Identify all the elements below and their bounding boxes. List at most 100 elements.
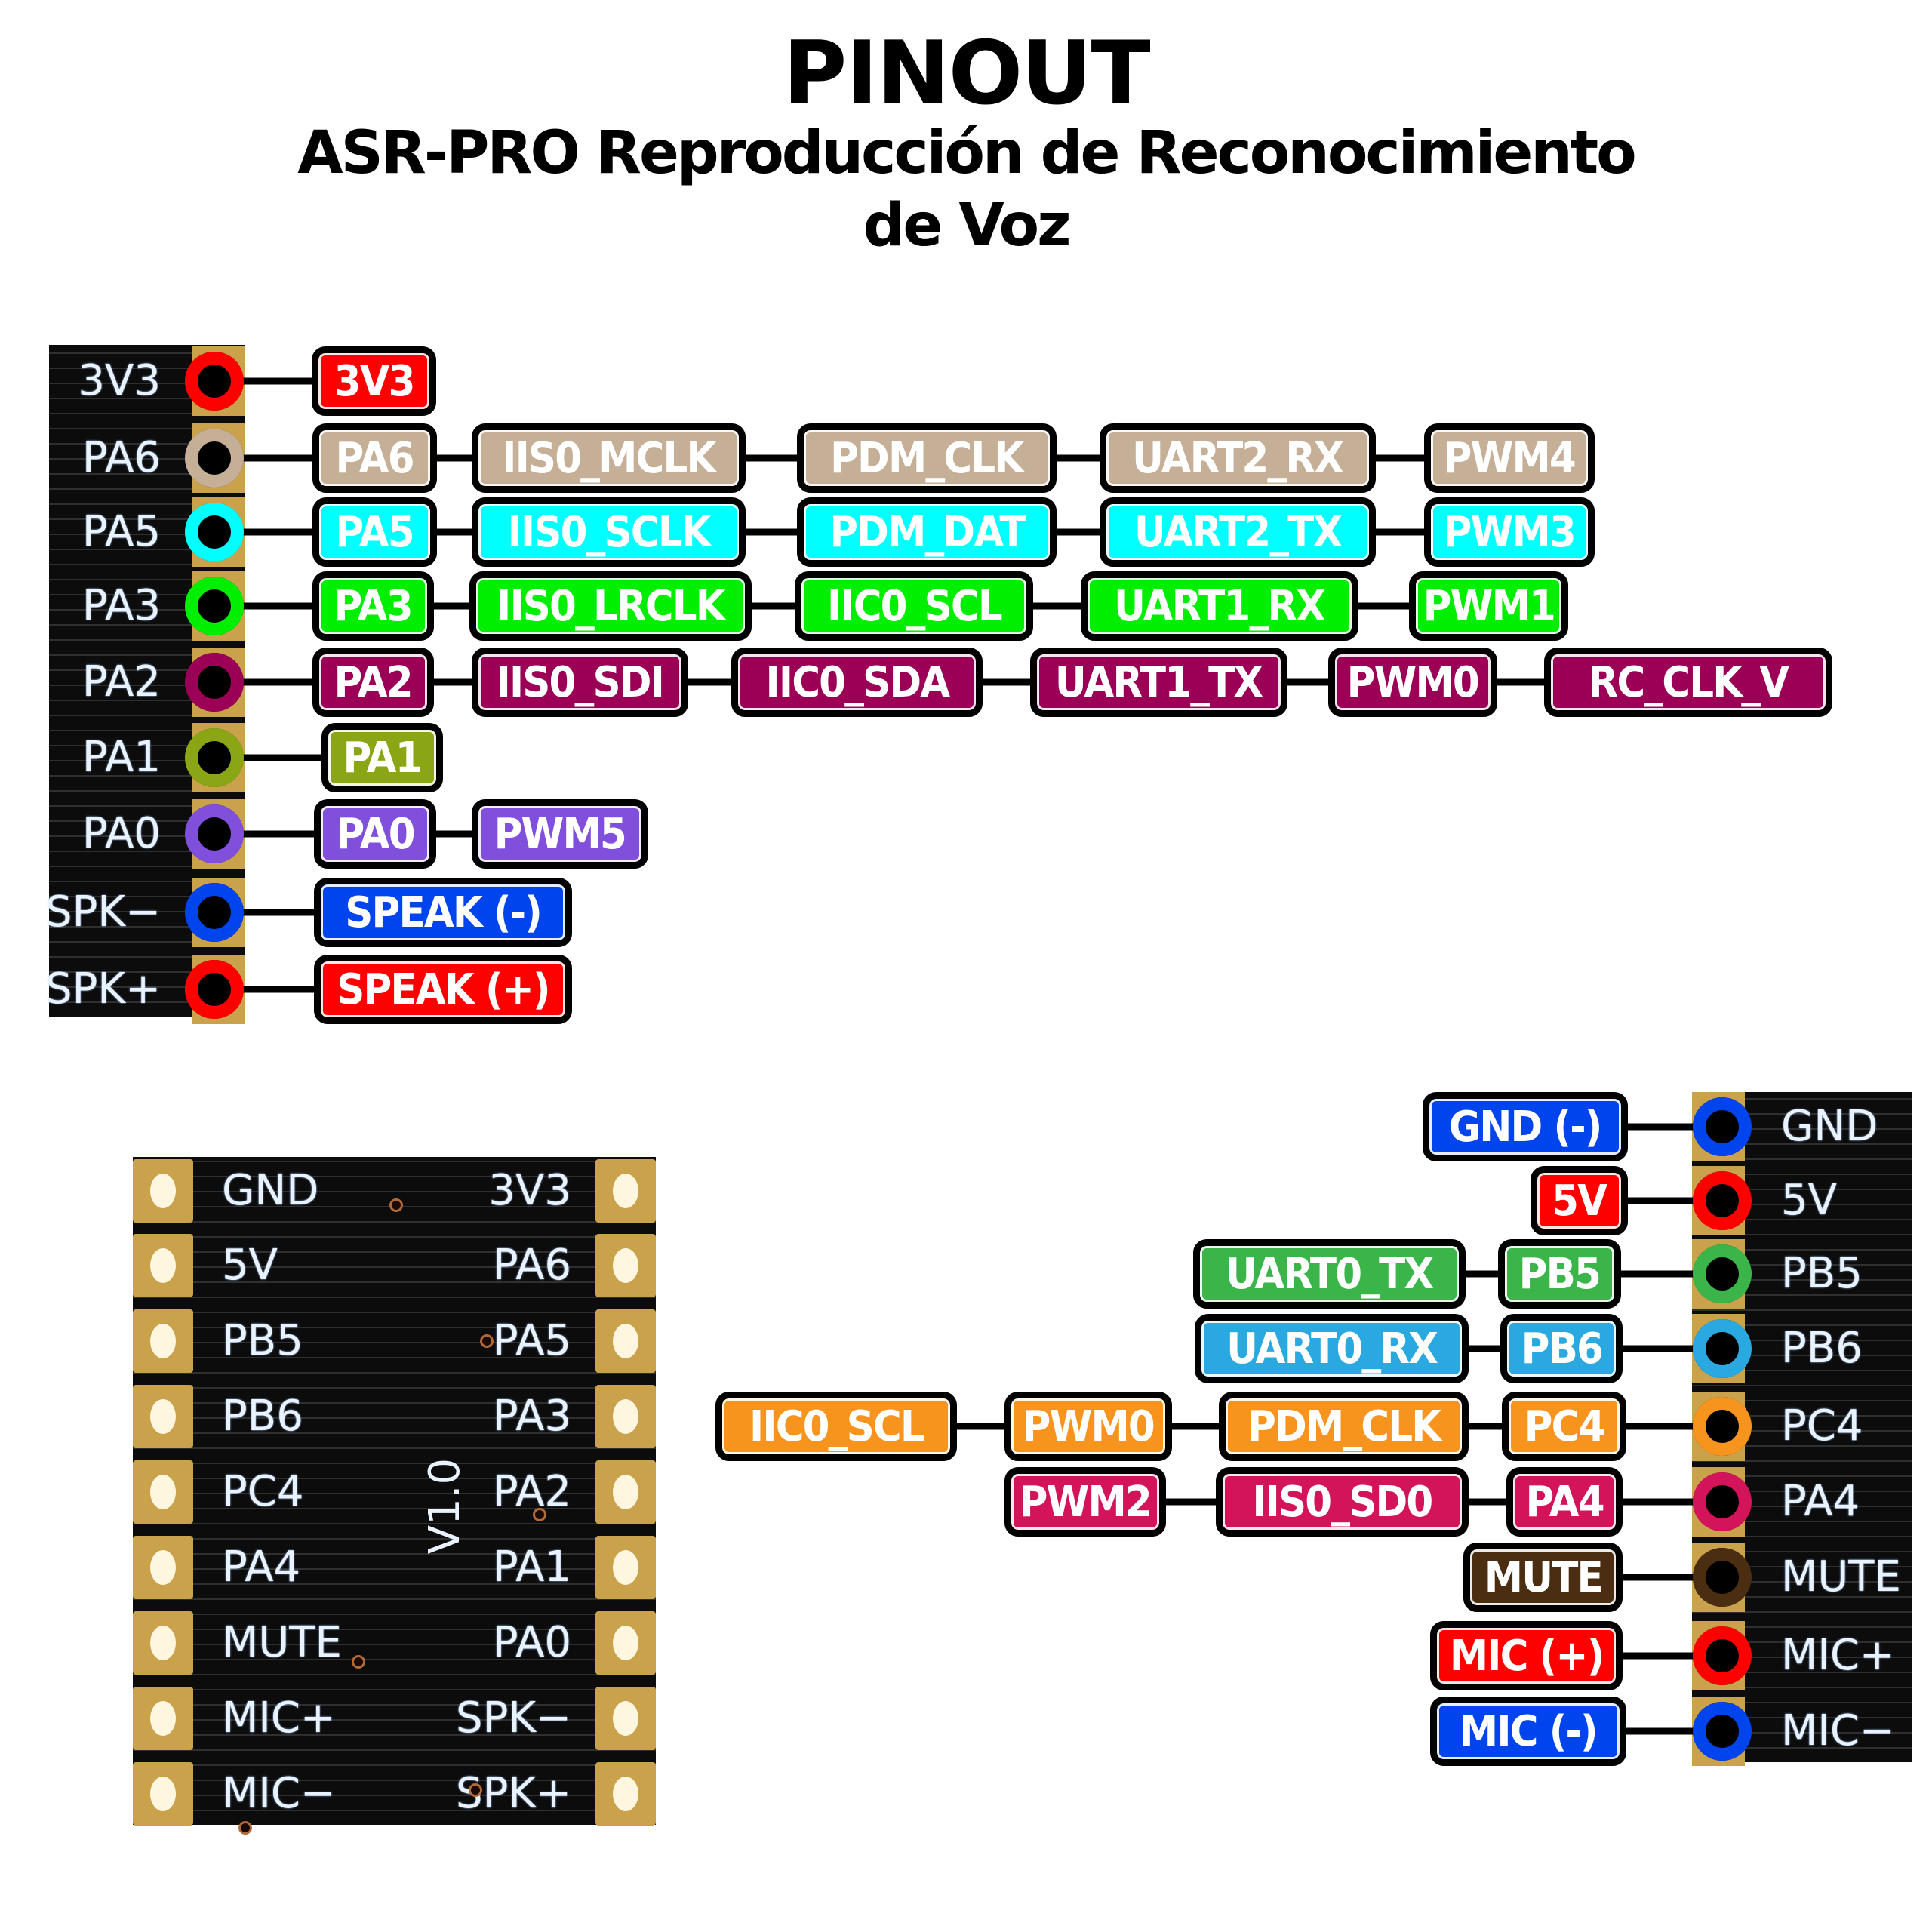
label-3v3: 3V3	[312, 346, 436, 416]
label-pa0-text: PA0	[336, 809, 415, 859]
connector-line	[1624, 1123, 1722, 1131]
connector-line	[433, 454, 475, 462]
label-mute-text: MUTE	[1484, 1552, 1603, 1602]
connector-line	[1372, 454, 1428, 462]
label-pa1-text: PA1	[343, 733, 423, 783]
pin-mute-icon	[1693, 1548, 1752, 1607]
module-pad	[595, 1309, 656, 1373]
module-silk-mic: MIC+	[222, 1694, 336, 1743]
silkscreen-pc4: PC4	[1781, 1401, 1863, 1451]
label-uart0-rx: UART0_RX	[1195, 1314, 1469, 1383]
label-pa1: PA1	[321, 723, 443, 792]
module-silk-pb6: PB6	[222, 1392, 303, 1441]
connector-line	[214, 602, 316, 610]
module-pad	[595, 1460, 656, 1524]
module-silk-pa4: PA4	[222, 1543, 301, 1592]
label-mic: MIC (-)	[1430, 1697, 1626, 1766]
label-pb6: PB6	[1500, 1314, 1623, 1383]
label-pwm3-text: PWM3	[1443, 507, 1577, 557]
subtitle-line-1: ASR-PRO Reproducción de Reconocimiento	[297, 119, 1636, 187]
connector-line	[1623, 1423, 1722, 1430]
label-pb5: PB5	[1498, 1239, 1621, 1309]
label-iic0-scl: IIC0_SCL	[795, 571, 1033, 641]
pin-pa6-icon	[185, 429, 244, 488]
label-pdm-clk-text: PDM_CLK	[1247, 1401, 1441, 1451]
silkscreen-mic: MIC−	[1781, 1706, 1895, 1755]
via-hole	[469, 1783, 482, 1797]
label-rc-clk-v: RC_CLK_V	[1544, 648, 1832, 717]
silkscreen-spk: SPK−	[45, 888, 161, 937]
label-speak-text: SPEAK (-)	[345, 888, 543, 937]
module-silk-pa3: PA3	[492, 1392, 571, 1441]
label-pwm0: PWM0	[1004, 1392, 1172, 1461]
pin-pb5-icon	[1693, 1244, 1752, 1303]
label-pdm-clk: PDM_CLK	[1219, 1392, 1469, 1461]
label-speak: SPEAK (-)	[314, 878, 572, 947]
label-pdm-dat: PDM_DAT	[797, 497, 1057, 567]
label-pwm1: PWM1	[1409, 571, 1568, 641]
label-uart2-rx: UART2_RX	[1100, 423, 1376, 493]
module-silk-pa5: PA5	[492, 1316, 571, 1365]
silkscreen-pa6: PA6	[82, 433, 161, 482]
silkscreen-pb5: PB5	[1781, 1249, 1863, 1298]
pin-pa1-icon	[185, 728, 244, 787]
connector-line	[1624, 1197, 1722, 1204]
connector-line	[214, 830, 318, 838]
label-pwm0-text: PWM0	[1022, 1401, 1155, 1451]
connector-line	[1494, 678, 1548, 686]
label-pa4-text: PA4	[1525, 1477, 1604, 1527]
label-mic-text: MIC (+)	[1449, 1631, 1604, 1681]
pin-pa5-icon	[185, 503, 244, 561]
module-pad	[133, 1234, 193, 1297]
label-uart2-tx-text: UART2_TX	[1134, 507, 1343, 557]
connector-line	[214, 986, 318, 993]
label-pa2: PA2	[312, 648, 434, 717]
label-iic0-scl-text: IIC0_SCL	[749, 1401, 925, 1451]
label-pa5: PA5	[312, 497, 437, 567]
module-pad	[595, 1762, 656, 1826]
label-mute: MUTE	[1463, 1543, 1623, 1612]
label-pa0: PA0	[314, 799, 436, 869]
label-uart1-tx: UART1_TX	[1030, 648, 1287, 717]
connector-line	[742, 528, 801, 536]
label-iis0-sd0: IIS0_SD0	[1216, 1467, 1469, 1537]
label-pdm-clk: PDM_CLK	[797, 423, 1057, 493]
label-pb5-text: PB5	[1518, 1249, 1601, 1299]
module-pad	[595, 1159, 656, 1223]
pin-pa2-icon	[185, 653, 244, 712]
module-pad	[133, 1309, 193, 1373]
label-pa2-text: PA2	[334, 657, 414, 707]
label-5v-text: 5V	[1552, 1176, 1607, 1226]
label-uart1-tx-text: UART1_TX	[1055, 657, 1263, 707]
label-iis0-mclk: IIS0_MCLK	[472, 423, 746, 493]
connector-line	[1053, 528, 1103, 536]
label-uart0-rx-text: UART0_RX	[1226, 1324, 1438, 1374]
silkscreen-spk: SPK+	[45, 964, 161, 1014]
connector-line	[214, 377, 315, 385]
pin-pc4-icon	[1693, 1397, 1752, 1456]
module-pad	[133, 1460, 193, 1524]
via-hole	[238, 1821, 252, 1835]
label-gnd-text: GND (-)	[1449, 1102, 1603, 1152]
label-pb6-text: PB6	[1521, 1324, 1603, 1374]
module-silk-gnd: GND	[222, 1166, 319, 1215]
module-pad	[595, 1385, 656, 1448]
label-pwm2: PWM2	[1004, 1467, 1166, 1537]
connector-line	[433, 528, 475, 536]
label-pa5-text: PA5	[335, 507, 415, 557]
pin-mic-icon	[1693, 1626, 1752, 1685]
silkscreen-pb6: PB6	[1781, 1324, 1863, 1373]
module-pad	[595, 1687, 656, 1750]
label-pwm1-text: PWM1	[1423, 581, 1555, 631]
connector-line	[1053, 454, 1103, 462]
connector-line	[214, 678, 316, 686]
pin-mic-icon	[1693, 1702, 1752, 1761]
label-iis0-mclk-text: IIS0_MCLK	[502, 433, 716, 483]
module-silk-pa2: PA2	[492, 1467, 571, 1516]
silkscreen-3v3: 3V3	[78, 356, 161, 405]
connector-line	[1284, 678, 1332, 686]
connector-line	[979, 678, 1034, 686]
label-pa3: PA3	[312, 571, 434, 641]
pin-pb6-icon	[1693, 1319, 1752, 1378]
label-pwm5: PWM5	[472, 799, 648, 869]
